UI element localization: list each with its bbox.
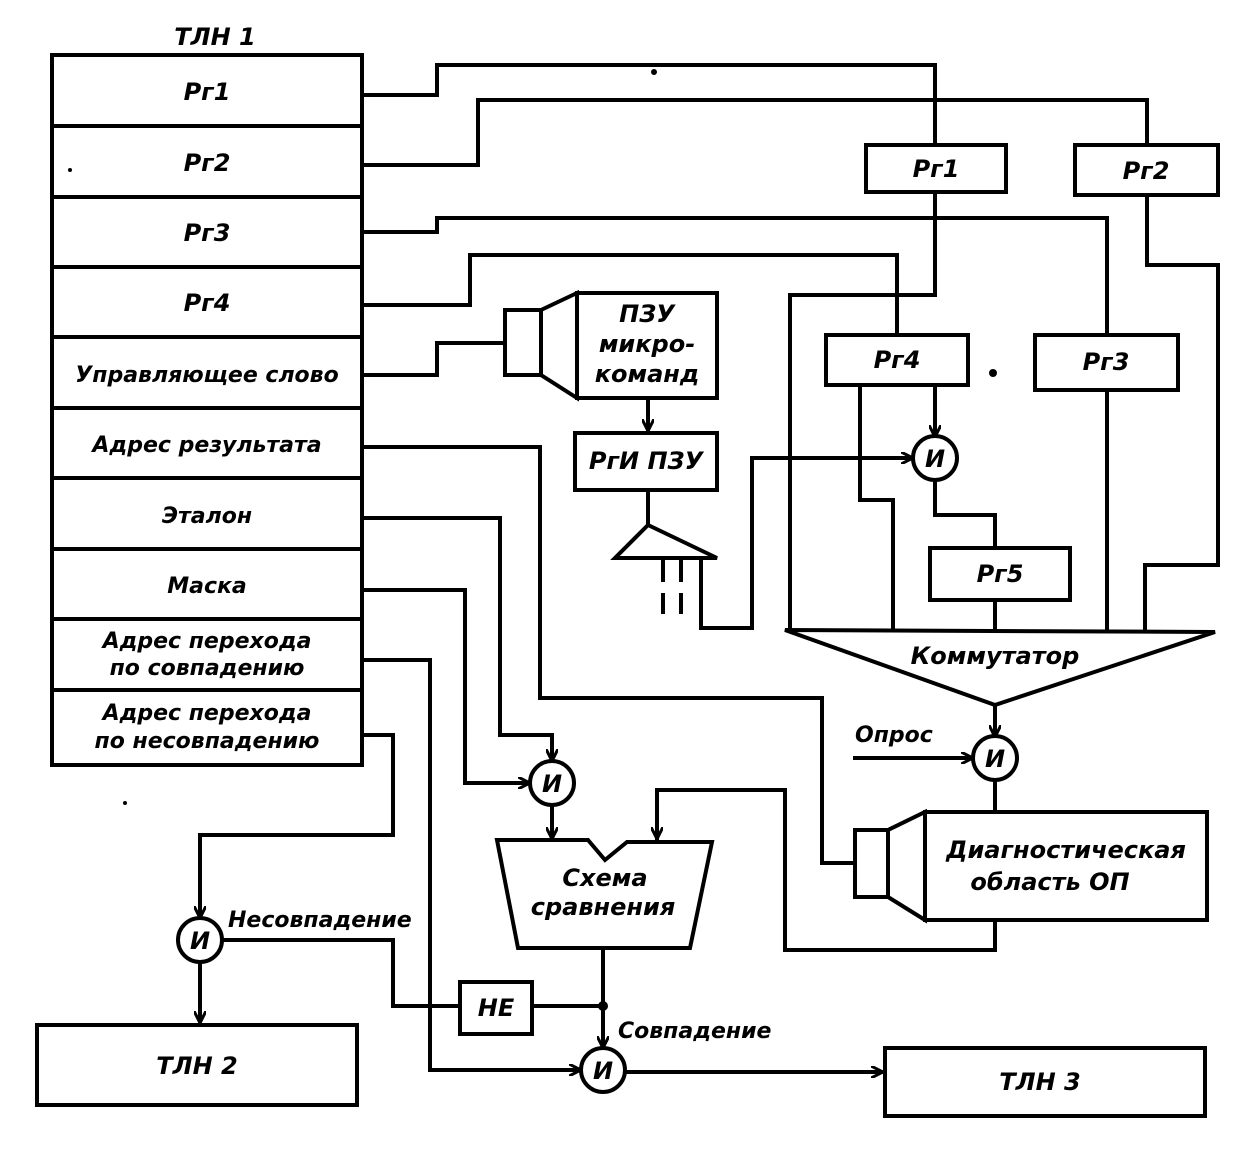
wire-and-rg5 [933,478,997,550]
tln2-block: ТЛН 2 [35,1023,359,1107]
wire-mismatch-not [220,938,462,1008]
tln1-field-rg1: Рг1 [184,78,231,106]
rom-taper [539,289,579,402]
comparison-circuit: Схема сравнения [494,838,715,950]
tln1-field-match-address-l1: Адрес перехода [101,629,312,654]
and-gate-poll: И [971,734,1019,782]
stray-dot [989,369,997,377]
wire-rg2-commutator [1143,193,1220,632]
decoder-triangle [610,522,718,560]
rom-box [575,291,719,400]
tln1-block: ТЛН 1 Рг1 Рг2 Рг3 Рг4 Управляющее слово … [50,23,364,767]
tln1-field-control-word: Управляющее слово [75,363,338,388]
tln1-field-result-address: Адрес результата [90,433,321,458]
wire-control-rom [360,341,507,377]
not-gate: НЕ [458,980,534,1036]
junction-dot [598,1001,608,1011]
register-rg3-label: Рг3 [1083,348,1130,376]
mismatch-signal-label: Несовпадение [228,908,412,933]
register-rg2-label: Рг2 [1123,157,1170,185]
register-rg3: Рг3 [1033,333,1180,392]
and-gate-rg4: И [911,434,959,482]
diag-taper [886,808,927,924]
register-rg4: Рг4 [824,333,970,387]
tln1-field-mask: Маска [167,574,247,599]
and-gate-label: И [190,927,210,955]
tln1-title: ТЛН 1 [174,23,255,51]
tln1-field-rg3: Рг3 [184,219,231,247]
compare-label-l1: Схема [562,864,647,892]
and-gate-label: И [925,445,945,473]
wire-decoder-and [699,458,914,630]
wire-diag-compare [657,788,997,952]
tln3-block: ТЛН 3 [883,1046,1207,1118]
wire-result-diag [360,445,857,865]
wire-match-addr-and [360,658,582,1070]
compare-label-l2: сравнения [531,893,675,921]
match-signal-label: Совпадение [618,1019,772,1044]
tln1-field-mismatch-address-l2: по несовпадению [95,729,320,754]
and-gate-label: И [985,745,1005,773]
tln1-field-match-address-l2: по совпадению [110,656,305,681]
wire-mismatch-addr-and [200,733,395,919]
commutator-label: Коммутатор [911,642,1080,670]
tln3-title: ТЛН 3 [999,1068,1080,1096]
tln1-field-mismatch-address-l1: Адрес перехода [101,701,312,726]
wire-rg1-top [360,63,937,147]
register-rg5-label: Рг5 [977,560,1024,588]
diag-label-l2: область ОП [970,868,1129,896]
poll-label: Опрос [855,723,933,748]
and-gate-match: И [579,1046,627,1094]
wire-rg4-commutator [858,383,895,632]
and-gate-label: И [593,1057,613,1085]
wire-rg3-top [360,216,1109,337]
tln1-field-etalon: Эталон [162,504,252,529]
wire-etalon-and [360,516,552,762]
wire-rg4-top [360,253,899,337]
rom-label-l1: ПЗУ [619,300,676,328]
diag-label-l1: Диагностическая [945,836,1186,864]
diag-box [923,810,1209,922]
wires [200,63,1220,1072]
rom-label-l2: микро- [599,330,695,358]
and-gate-label: И [542,770,562,798]
microcommand-rom: ПЗУ микро- команд [503,289,719,402]
diagnostic-area: Диагностическая область ОП [853,808,1209,924]
and-gate-mismatch: И [176,916,224,964]
rom-label-l3: команд [595,360,700,388]
register-rg4-label: Рг4 [874,346,921,374]
tln2-title: ТЛН 2 [156,1052,237,1080]
rom-instruction-register: РгИ ПЗУ [573,431,719,492]
stray-dot [651,69,657,75]
wire-rg2-top [360,98,1149,167]
commutator: Коммутатор [784,628,1216,708]
tln1-field-rg4: Рг4 [184,289,231,317]
wire-mask-and [360,588,531,783]
register-rg1: Рг1 [864,143,1008,194]
not-gate-label: НЕ [478,994,515,1022]
register-rg5: Рг5 [928,546,1072,602]
diag-connector [853,828,890,899]
register-rg2: Рг2 [1073,143,1220,197]
and-gate-mask: И [528,759,576,807]
stray-dot [68,168,72,172]
wire-rg1-commutator [788,190,937,630]
rom-register-label: РгИ ПЗУ [589,447,705,475]
tln1-field-rg2: Рг2 [184,149,231,177]
rom-connector [503,308,543,377]
stray-dot [123,801,127,805]
register-rg1-label: Рг1 [913,155,960,183]
